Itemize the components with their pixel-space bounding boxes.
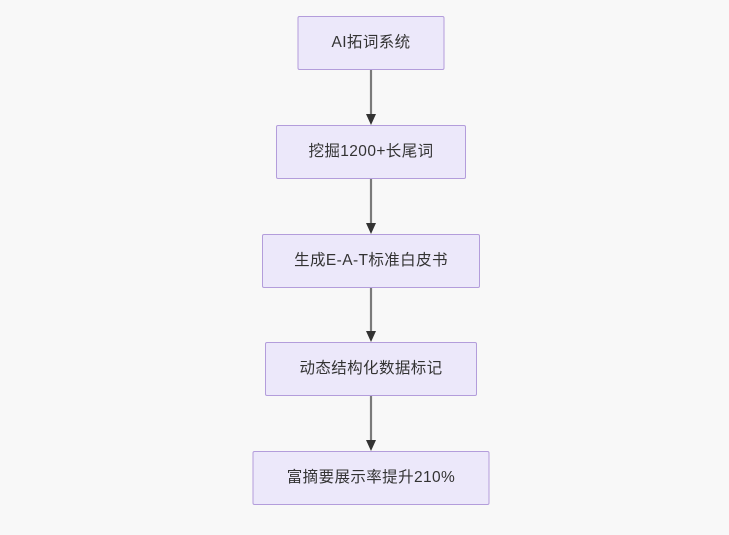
flow-node-generate-eat-whitepaper[interactable]: 生成E-A-T标准白皮书 (262, 234, 480, 288)
flow-edge-2-to-3 (365, 179, 377, 234)
flow-node-label: 动态结构化数据标记 (299, 360, 443, 378)
flow-edge-4-to-5 (365, 396, 377, 451)
arrow-down-icon (366, 70, 376, 125)
flow-edge-3-to-4 (365, 288, 377, 342)
arrow-down-icon (366, 179, 376, 234)
flow-node-label: 挖掘1200+长尾词 (308, 143, 434, 161)
flow-node-rich-snippet-impression-lift[interactable]: 富摘要展示率提升210% (252, 451, 490, 505)
flow-node-mine-longtail-keywords[interactable]: 挖掘1200+长尾词 (276, 125, 466, 179)
flow-node-label: 富摘要展示率提升210% (286, 469, 456, 487)
flow-node-dynamic-structured-data-markup[interactable]: 动态结构化数据标记 (265, 342, 477, 396)
arrow-down-icon (366, 288, 376, 342)
flow-node-label: AI拓词系统 (331, 34, 411, 52)
arrow-down-icon (366, 396, 376, 451)
flow-node-ai-keyword-system[interactable]: AI拓词系统 (297, 16, 445, 70)
flow-edge-1-to-2 (365, 70, 377, 125)
flow-node-label: 生成E-A-T标准白皮书 (294, 252, 448, 270)
